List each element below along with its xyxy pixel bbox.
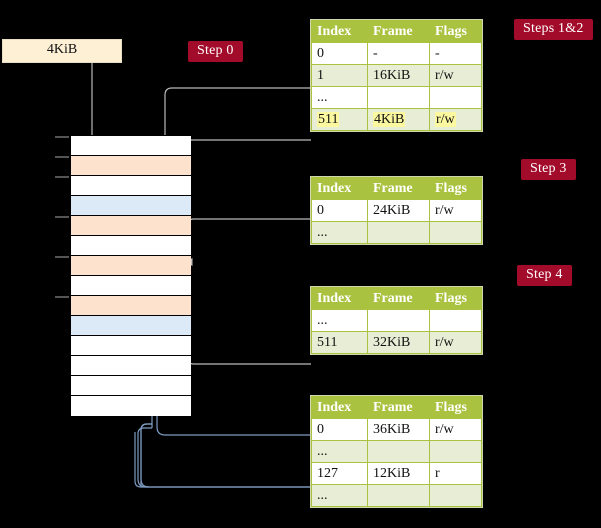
memory-frame-row — [71, 376, 191, 396]
memory-frame-tick — [55, 256, 69, 258]
table-cell-frame — [367, 440, 430, 463]
table-cell-flags — [429, 484, 482, 507]
column-header-index: Index — [311, 396, 368, 419]
table-cell-index: 511 — [311, 331, 368, 354]
table-cell-index: ... — [311, 221, 368, 244]
table-cell-index: 0 — [311, 418, 368, 441]
memory-frame-row — [71, 156, 191, 176]
memory-frame-row — [71, 276, 191, 296]
badge-step-4: Step 4 — [517, 265, 572, 286]
memory-frame-row — [71, 176, 191, 196]
memory-frame-tick — [55, 156, 69, 158]
memory-frame-row — [71, 236, 191, 256]
table-row: ... — [311, 440, 482, 463]
table-cell-index: ... — [311, 309, 368, 332]
column-header-index: Index — [311, 287, 368, 310]
memory-frame-row — [71, 256, 191, 276]
table-cell-index: 0 — [311, 42, 368, 65]
highlighted-value: 4KiB — [373, 112, 406, 127]
table-row: ... — [311, 309, 482, 332]
memory-frame-row — [71, 396, 191, 416]
column-header-flags: Flags — [429, 177, 482, 200]
highlighted-value: 511 — [317, 112, 340, 127]
table-cell-frame — [367, 309, 430, 332]
table-cell-flags — [429, 86, 482, 109]
memory-frame-row — [71, 196, 191, 216]
table-cell-flags: - — [429, 42, 482, 65]
badge-steps-1-2: Steps 1&2 — [514, 19, 593, 40]
memory-box-label: 4KiB — [46, 42, 78, 57]
table-cell-flags — [429, 440, 482, 463]
memory-frame-tick — [55, 136, 69, 138]
table-cell-frame — [367, 221, 430, 244]
column-header-index: Index — [311, 20, 368, 43]
table-cell-frame: 4KiB — [367, 108, 430, 131]
table-cell-flags: r/w — [429, 418, 482, 441]
table-cell-frame: 16KiB — [367, 64, 430, 87]
highlighted-value: r/w — [435, 112, 456, 127]
table-cell-index: ... — [311, 484, 368, 507]
memory-frame-tick — [55, 176, 69, 178]
memory-frame-row — [71, 316, 191, 336]
table-cell-frame — [367, 484, 430, 507]
table-cell-index: 511 — [311, 108, 368, 131]
column-header-frame: Frame — [367, 20, 430, 43]
badge-step-0: Step 0 — [188, 41, 243, 62]
table-row: 511 4KiB r/w — [311, 108, 482, 131]
table-cell-frame: 12KiB — [367, 462, 430, 485]
memory-frame-tick — [55, 296, 69, 298]
memory-frame-row — [71, 336, 191, 356]
table-cell-frame: 36KiB — [367, 418, 430, 441]
table-cell-flags: r/w — [429, 108, 482, 131]
memory-frame-tick — [55, 216, 69, 218]
table-cell-frame: - — [367, 42, 430, 65]
table-row: ... — [311, 221, 482, 244]
table-cell-index: 127 — [311, 462, 368, 485]
table-cell-frame: 32KiB — [367, 331, 430, 354]
table-cell-frame — [367, 86, 430, 109]
table-cell-flags — [429, 309, 482, 332]
table-cell-flags: r/w — [429, 64, 482, 87]
table-cell-index: 0 — [311, 199, 368, 222]
table-cell-frame: 24KiB — [367, 199, 430, 222]
table-cell-index: 1 — [311, 64, 368, 87]
memory-frame-row — [71, 216, 191, 236]
memory-frame-row — [71, 296, 191, 316]
table-cell-flags: r — [429, 462, 482, 485]
table-cell-flags — [429, 221, 482, 244]
column-header-index: Index — [311, 177, 368, 200]
badge-step-3: Step 3 — [521, 159, 576, 180]
physical-memory-column — [55, 135, 191, 416]
table-cell-flags: r/w — [429, 331, 482, 354]
table-cell-flags: r/w — [429, 199, 482, 222]
table-cell-index: ... — [311, 440, 368, 463]
column-header-frame: Frame — [367, 177, 430, 200]
column-header-frame: Frame — [367, 396, 430, 419]
column-header-flags: Flags — [429, 20, 482, 43]
column-header-flags: Flags — [429, 287, 482, 310]
table-row: 0-- — [311, 42, 482, 65]
table-row: ... — [311, 86, 482, 109]
memory-frame-row — [71, 356, 191, 376]
column-header-frame: Frame — [367, 287, 430, 310]
memory-frame-row — [71, 136, 191, 156]
memory-box-4kib: 4KiB — [2, 39, 122, 63]
table-row: ... — [311, 484, 482, 507]
table-cell-index: ... — [311, 86, 368, 109]
column-header-flags: Flags — [429, 396, 482, 419]
